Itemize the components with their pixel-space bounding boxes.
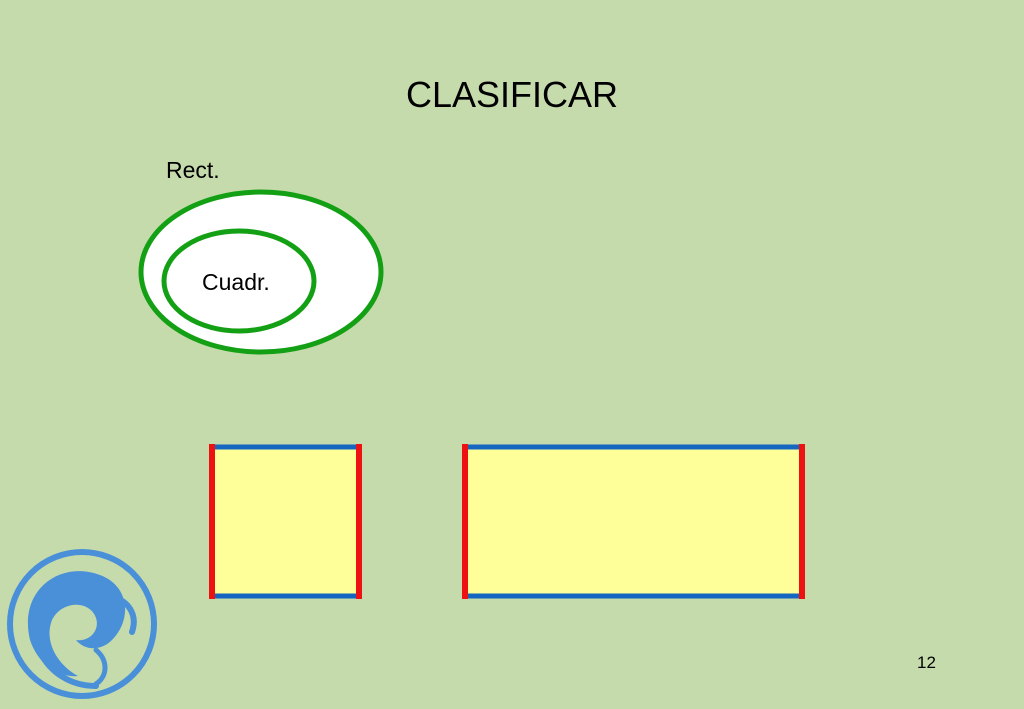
inner-set-ellipse <box>161 228 317 334</box>
outer-set-label: Rect. <box>166 157 220 183</box>
inner-set-label: Cuadr. <box>202 269 270 295</box>
slide-title: CLASIFICAR <box>405 74 619 115</box>
square-fill <box>212 447 359 596</box>
rectangle-fill <box>465 447 802 596</box>
square-shape <box>209 444 362 599</box>
page-number: 12 <box>917 653 936 672</box>
euler-diagram <box>138 189 384 355</box>
rectangle-shape <box>462 444 805 599</box>
wave-swirl-logo-icon <box>7 549 157 699</box>
